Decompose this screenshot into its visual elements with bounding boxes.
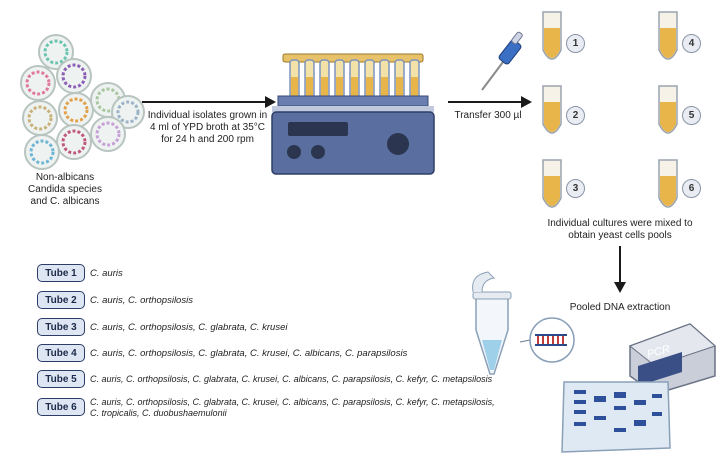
extraction-text: Pooled DNA extraction [569, 302, 671, 313]
culture-tube [658, 85, 678, 134]
incubator-shaker-illustration [271, 53, 435, 175]
tube-number: 4 [688, 38, 695, 49]
tube-number: 6 [688, 183, 695, 194]
microtube-icon [472, 271, 512, 375]
tube-number: 3 [572, 183, 579, 194]
pcr-machine-icon [628, 323, 716, 395]
arrow-to-extraction [614, 246, 626, 293]
pooling-text: Individual cultures were mixed to obtain… [547, 218, 693, 241]
petri-dish [111, 95, 145, 129]
petri-dish [56, 58, 92, 94]
tube-species: C. auris, C. orthopsilosis, C. glabrata,… [90, 348, 408, 359]
petri-dish [24, 134, 60, 170]
tube-number: 2 [572, 110, 579, 121]
tube-number-badge: 6 [682, 179, 701, 198]
tube-number-badge: 3 [566, 179, 585, 198]
dna-zoom-icon [519, 317, 575, 363]
tube-badge: Tube 5 [37, 370, 85, 388]
tube-badge: Tube 6 [37, 398, 85, 416]
culture-tube [542, 85, 562, 134]
arrow-to-shaker [142, 96, 276, 108]
petri-dish [22, 100, 58, 136]
culture-tube [542, 11, 562, 60]
petri-dishes-illustration [20, 34, 145, 170]
pipette-icon [481, 31, 523, 91]
culture-tube [658, 11, 678, 60]
tube-species: C. auris [90, 268, 123, 279]
tube-species: C. auris, C. orthopsilosis, C. glabrata,… [90, 397, 495, 418]
species-source-label: Non-albicans Candida species and C. albi… [28, 172, 102, 207]
tube-badge: Tube 3 [37, 318, 85, 336]
tube-number-badge: 4 [682, 34, 701, 53]
tube-species: C. auris, C. orthopsilosis, C. glabrata,… [90, 322, 288, 333]
arrow-to-tubes [448, 96, 532, 108]
transfer-volume-text: Transfer 300 µl [454, 110, 522, 121]
growth-conditions-text: Individual isolates grown in 4 ml of YPD… [147, 110, 268, 145]
culture-tube [542, 159, 562, 208]
culture-tube [658, 159, 678, 208]
tube-number-badge: 1 [566, 34, 585, 53]
tube-number: 5 [688, 110, 695, 121]
petri-dish [58, 92, 94, 128]
tube-badge: Tube 1 [37, 264, 85, 282]
gel-electrophoresis-icon [561, 381, 671, 453]
petri-dish [38, 34, 74, 70]
tube-species: C. auris, C. orthopsilosis [90, 295, 193, 306]
tube-badge: Tube 2 [37, 291, 85, 309]
tube-number-badge: 2 [566, 106, 585, 125]
petri-dish [20, 65, 56, 101]
tube-badge: Tube 4 [37, 344, 85, 362]
tube-number-badge: 5 [682, 106, 701, 125]
petri-dish [56, 124, 92, 160]
tube-species: C. auris, C. orthopsilosis, C. glabrata,… [90, 374, 493, 384]
tube-number: 1 [572, 38, 579, 49]
petri-dish [90, 116, 126, 152]
